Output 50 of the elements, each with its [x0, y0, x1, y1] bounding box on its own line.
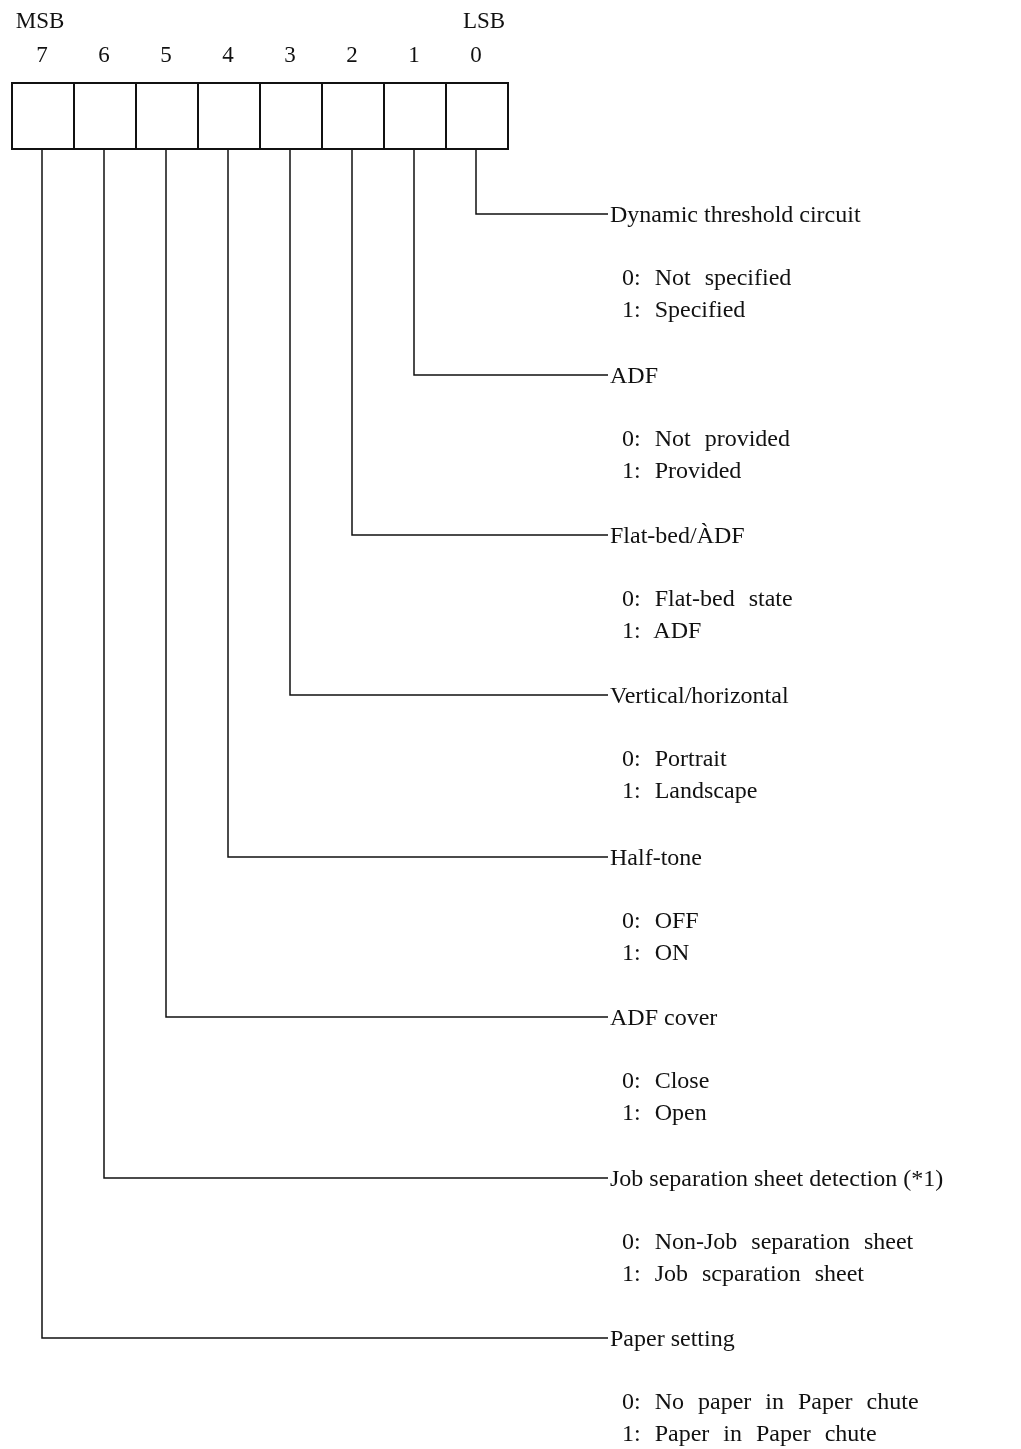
- leader-line: [165, 149, 609, 1018]
- bit-cell: [259, 82, 323, 150]
- bit-cell: [383, 82, 447, 150]
- value-description: 0: Not provided: [621, 424, 790, 453]
- field-name: Dynamic threshold circuit: [610, 200, 861, 229]
- bit-number: 1: [408, 42, 420, 68]
- value-description: 1: Provided: [621, 456, 743, 485]
- bit-number: 5: [160, 42, 172, 68]
- bit-number: 0: [470, 42, 482, 68]
- value-description: 0: No paper in Paper chute: [621, 1387, 919, 1416]
- value-description: 1: ON: [621, 938, 691, 967]
- bit-number: 6: [98, 42, 110, 68]
- field-name: Flat-bed/ÀDF: [610, 521, 746, 550]
- field-name: Job separation sheet detection (*1): [610, 1164, 944, 1193]
- bit-cell: [73, 82, 137, 150]
- field-name: ADF cover: [610, 1003, 718, 1032]
- leader-line: [103, 149, 609, 1179]
- leader-line: [475, 149, 609, 215]
- value-description: 0: Flat-bed state: [621, 584, 793, 613]
- bit-cell: [135, 82, 199, 150]
- field-name: Paper setting: [610, 1324, 736, 1353]
- bit-cell: [321, 82, 385, 150]
- leader-line: [41, 149, 609, 1339]
- leader-line: [413, 149, 609, 376]
- bit-cell: [11, 82, 75, 150]
- leader-line: [227, 149, 609, 858]
- bit-number: 4: [222, 42, 234, 68]
- value-description: 1: Landscape: [621, 776, 759, 805]
- field-name: ADF: [610, 361, 659, 390]
- value-description: 1: Paper in Paper chute: [621, 1419, 878, 1448]
- value-description: 1: Open: [621, 1098, 708, 1127]
- value-description: 1: ADF: [621, 616, 703, 645]
- value-description: 0: Close: [621, 1066, 711, 1095]
- bit-cell: [445, 82, 509, 150]
- field-name: Half-tone: [610, 843, 702, 872]
- value-description: 1: Job scparation sheet: [621, 1259, 865, 1288]
- value-description: 1: Specified: [621, 295, 747, 324]
- value-description: 0: Non-Job separation sheet: [621, 1227, 915, 1256]
- leader-line: [351, 149, 609, 536]
- value-description: 0: Portrait: [621, 744, 728, 773]
- value-description: 0: OFF: [621, 906, 700, 935]
- bit-cell: [197, 82, 261, 150]
- leader-line: [289, 149, 609, 696]
- bit-order-label: LSB: [462, 8, 506, 34]
- bit-number: 2: [346, 42, 358, 68]
- bit-number: 7: [36, 42, 48, 68]
- field-name: Vertical/horizontal: [610, 681, 789, 710]
- value-description: 0: Not specified: [621, 263, 793, 292]
- bit-order-label: MSB: [15, 8, 65, 34]
- bit-number: 3: [284, 42, 296, 68]
